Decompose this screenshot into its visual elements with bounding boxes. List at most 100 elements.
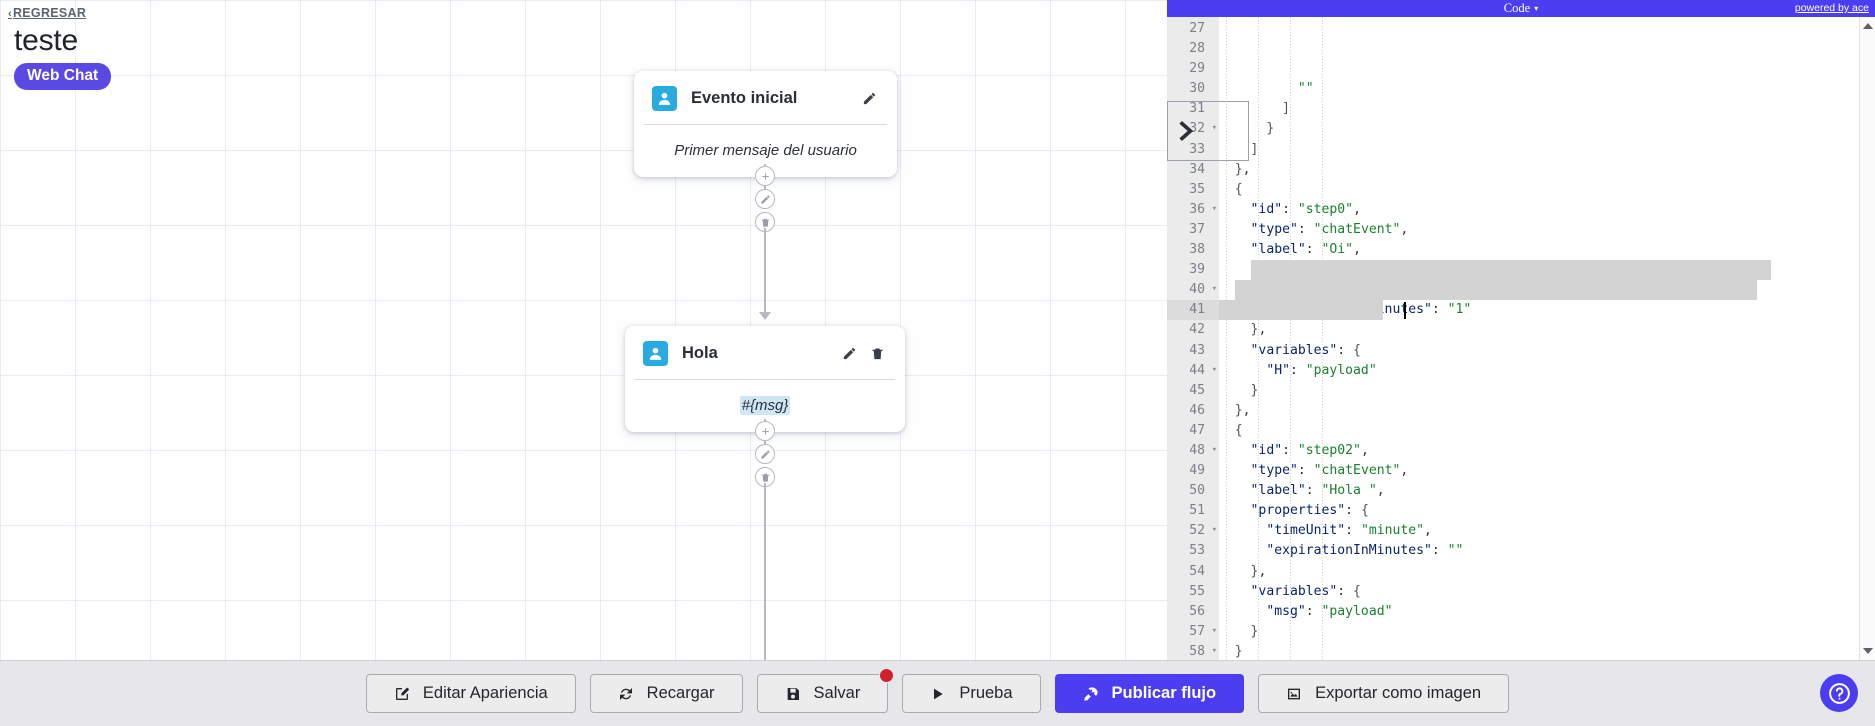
ace-credit-link[interactable]: powered by ace [1794, 2, 1869, 14]
exportar-como-imagen-button[interactable]: Exportar como imagen [1258, 674, 1510, 713]
line-number[interactable]: 42 [1189, 322, 1205, 338]
line-number[interactable]: 32 [1167, 118, 1219, 139]
salvar-button[interactable]: Salvar [756, 668, 895, 713]
line-number[interactable]: 47 [1189, 422, 1205, 438]
edit-icon[interactable] [840, 344, 859, 363]
line-number[interactable]: 27 [1189, 21, 1205, 36]
delete-icon[interactable] [868, 344, 887, 363]
help-circle-icon[interactable] [1820, 674, 1858, 712]
line-number[interactable]: 50 [1189, 483, 1205, 499]
code-line[interactable]: "type": "chatEvent", [1250, 221, 1409, 237]
code-line[interactable]: "H": "payload" [1266, 362, 1377, 378]
flow-canvas[interactable]: ‹REGRESAR teste Web Chat Evento inicial … [0, 0, 1167, 660]
code-line[interactable]: } [1250, 382, 1259, 398]
recargar-button[interactable]: Recargar [589, 674, 743, 713]
add-icon[interactable] [755, 421, 775, 441]
editor-scrollbar[interactable] [1859, 17, 1875, 660]
publicar-flujo-button[interactable]: Publicar flujo [1054, 674, 1245, 713]
line-number[interactable]: 40 [1167, 279, 1219, 300]
editor-title[interactable]: Code [1503, 1, 1531, 15]
connector-actions-1[interactable] [755, 166, 775, 232]
line-number[interactable]: 29 [1189, 61, 1205, 77]
refresh-icon [618, 686, 634, 702]
line-number[interactable]: 53 [1189, 543, 1205, 559]
code-line[interactable]: "type": "chatEvent", [1250, 463, 1409, 479]
divider [644, 124, 887, 125]
edit-icon[interactable] [860, 89, 879, 108]
line-number[interactable]: 55 [1189, 583, 1205, 599]
code-line[interactable]: ] [1250, 141, 1259, 157]
line-number[interactable]: 36 [1167, 199, 1219, 220]
code-line[interactable]: { [1234, 422, 1243, 438]
line-number[interactable]: 39 [1189, 262, 1205, 278]
code-line[interactable]: "timeUnit": "minute", [1266, 523, 1432, 539]
line-number[interactable]: 49 [1189, 463, 1205, 479]
add-icon[interactable] [755, 166, 775, 186]
user-icon [652, 86, 677, 111]
edit-icon[interactable] [755, 444, 775, 464]
line-number[interactable]: 28 [1189, 41, 1205, 57]
code-line[interactable]: { [1234, 181, 1243, 197]
line-number[interactable]: 58 [1167, 641, 1219, 660]
code-line[interactable]: "" [1297, 81, 1314, 97]
line-number[interactable]: 52 [1167, 520, 1219, 541]
user-icon [643, 341, 668, 366]
code-line[interactable]: } [1234, 643, 1243, 659]
play-icon [930, 686, 946, 702]
chevron-down-icon[interactable]: ▾ [1534, 4, 1539, 13]
code-line[interactable]: ] [1282, 101, 1290, 117]
flow-node-evento-inicial[interactable]: Evento inicial Primer mensaje del usuari… [634, 71, 897, 177]
code-line[interactable]: }, [1250, 563, 1267, 579]
line-number[interactable]: 33 [1189, 141, 1205, 157]
line-number[interactable]: 45 [1189, 382, 1205, 398]
code-line[interactable]: "msg": "payload" [1266, 603, 1393, 619]
code-line[interactable]: }, [1234, 402, 1251, 418]
node-header: Evento inicial [634, 71, 897, 124]
code-line[interactable]: } [1266, 121, 1275, 137]
scroll-up-icon[interactable] [1863, 23, 1873, 29]
code-line[interactable]: "properties": { [1250, 503, 1369, 519]
code-line[interactable]: "expirationInMinutes": "" [1266, 543, 1464, 559]
editar-apariencia-button[interactable]: Editar Apariencia [365, 674, 576, 713]
code-line[interactable]: "variables": { [1250, 342, 1361, 358]
divider [635, 379, 895, 380]
code-fold-widget[interactable] [1167, 101, 1249, 161]
code-line[interactable]: "variables": { [1250, 583, 1361, 599]
line-number[interactable]: 44 [1167, 360, 1219, 381]
code-line[interactable]: "id": "step02", [1250, 442, 1369, 458]
line-number[interactable]: 30 [1189, 81, 1205, 97]
code-line[interactable]: "label": "Hola ", [1250, 483, 1385, 499]
node-title: Evento inicial [691, 89, 798, 107]
code-line[interactable]: }, [1250, 322, 1267, 338]
line-number[interactable]: 38 [1189, 242, 1205, 258]
line-number[interactable]: 51 [1189, 503, 1205, 519]
line-number[interactable]: 41 [1167, 300, 1219, 321]
line-number[interactable]: 57 [1167, 621, 1219, 642]
line-number[interactable]: 54 [1189, 563, 1205, 579]
code-text-area[interactable]: "" ] } ] }, { "id": "step0", "type": "ch… [1219, 17, 1875, 660]
code-line[interactable]: } [1250, 623, 1259, 639]
code-line[interactable]: "id": "step0", [1250, 201, 1361, 217]
line-number[interactable]: 34 [1189, 161, 1205, 177]
scroll-down-icon[interactable] [1863, 648, 1873, 654]
back-link[interactable]: ‹REGRESAR [8, 6, 86, 20]
connector-actions-2[interactable] [755, 421, 775, 487]
line-number[interactable]: 35 [1189, 181, 1205, 197]
delete-icon[interactable] [755, 212, 775, 232]
line-number[interactable]: 37 [1189, 221, 1205, 237]
line-number[interactable]: 43 [1189, 342, 1205, 358]
prueba-button[interactable]: Prueba [902, 674, 1041, 713]
flow-node-hola[interactable]: Hola #{msg} [625, 326, 905, 432]
code-line[interactable]: "label": "Oi", [1250, 242, 1361, 258]
connector-arrow [759, 312, 771, 320]
line-number[interactable]: 56 [1189, 603, 1205, 619]
line-number[interactable]: 48 [1167, 440, 1219, 461]
line-number[interactable]: 46 [1189, 402, 1205, 418]
line-number[interactable]: 31 [1189, 101, 1205, 117]
code-line[interactable]: }, [1234, 161, 1251, 177]
edit-icon[interactable] [755, 189, 775, 209]
